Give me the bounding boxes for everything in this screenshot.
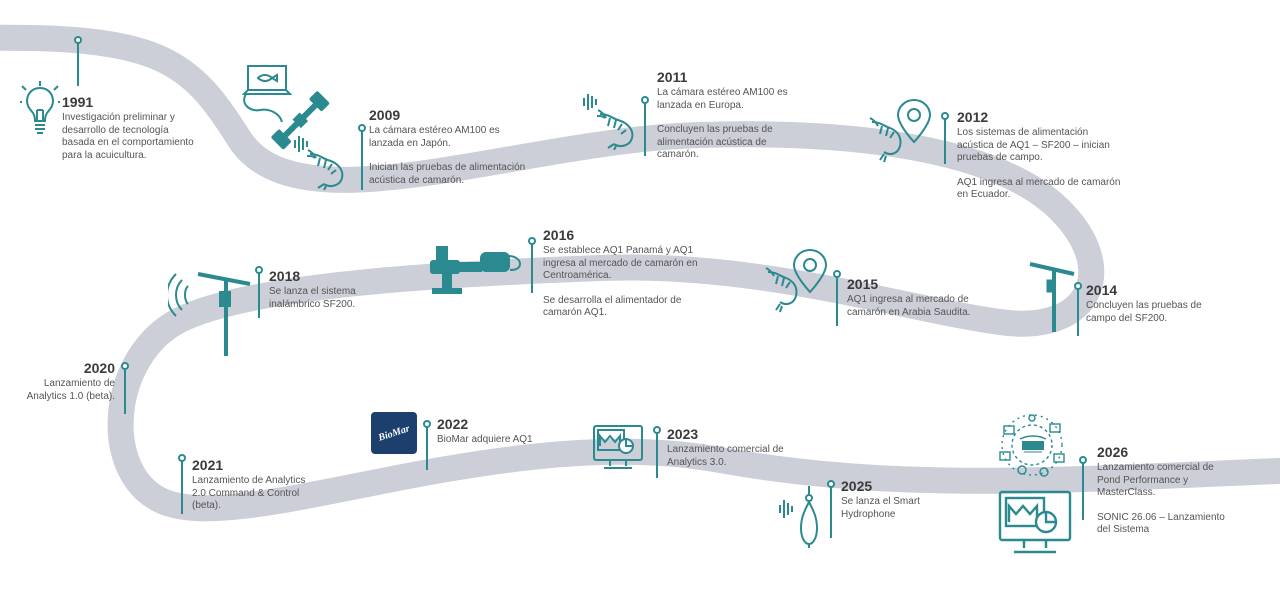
- analytics-monitor-icon: [592, 424, 644, 470]
- biomar-logo: BioMar: [371, 412, 417, 454]
- year-label: 2015: [847, 276, 879, 292]
- event-description: Concluyen las pruebas de alimentación ac…: [657, 124, 773, 160]
- event-2025: 2025 Se lanza el Smart Hydrophone: [841, 478, 920, 521]
- feeder-pole-icon: [1028, 262, 1078, 332]
- event-2021: 2021 Lanzamiento de Analytics 2.0 Comman…: [192, 457, 305, 513]
- marker-2009: [358, 124, 366, 190]
- year-label: 2018: [269, 268, 301, 284]
- aq1-logo-icon: [1018, 434, 1048, 454]
- event-2012: 2012 Los sistemas de alimentación acústi…: [957, 109, 1120, 202]
- year-label: 2025: [841, 478, 873, 494]
- year-label: 2014: [1086, 282, 1118, 298]
- event-description: Se desarrolla el alimentador de camarón …: [543, 294, 682, 319]
- year-label: 2016: [543, 227, 575, 243]
- marker-2021: [178, 454, 186, 514]
- year-label: 2023: [667, 426, 699, 442]
- event-2016: 2016 Se establece AQ1 Panamá y AQ1 ingre…: [543, 227, 698, 320]
- wireless-feeder-icon: [168, 266, 252, 356]
- event-2014: 2014 Concluyen las pruebas de campo del …: [1086, 282, 1202, 325]
- event-2015: 2015 AQ1 ingresa al mercado de camarón e…: [847, 276, 970, 319]
- marker-2011: [641, 96, 649, 156]
- hydrophone-wave-icon: [582, 92, 598, 112]
- shrimp-location-icon: [764, 248, 830, 316]
- hydrophone-wave-icon: [293, 134, 311, 154]
- shrimp-icon: [596, 108, 640, 150]
- event-2026: 2026 Lanzamiento comercial de Pond Perfo…: [1097, 444, 1225, 537]
- event-description: SONIC 26.06 – Lanzamiento del Sistema: [1097, 511, 1225, 536]
- marker-2012: [941, 112, 949, 164]
- analytics-monitor-icon: [998, 490, 1072, 556]
- year-label: 2021: [192, 457, 224, 473]
- event-description: Lanzamiento comercial de Pond Performanc…: [1097, 462, 1214, 498]
- event-description: Se lanza el sistema inalámbrico SF200.: [269, 286, 356, 310]
- event-description: Se lanza el Smart Hydrophone: [841, 496, 920, 520]
- year-label: 2020: [83, 360, 115, 376]
- marker-2014: [1074, 282, 1082, 336]
- event-2023: 2023 Lanzamiento comercial de Analytics …: [667, 426, 784, 469]
- year-label: 2012: [957, 109, 989, 125]
- marker-2020: [121, 362, 129, 414]
- event-description: Lanzamiento de Analytics 2.0 Command & C…: [192, 475, 306, 511]
- marker-2025: [827, 480, 835, 538]
- event-2009: 2009 La cámara estéreo AM100 es lanzada …: [369, 107, 525, 187]
- marker-1991: [74, 36, 82, 86]
- marker-2026: [1079, 456, 1087, 520]
- feeder-icon: [428, 244, 524, 298]
- marker-2018: [255, 266, 263, 318]
- year-label: 2009: [369, 107, 401, 123]
- event-description: La cámara estéreo AM100 es lanzada en Eu…: [657, 87, 788, 111]
- marker-2023: [653, 426, 661, 478]
- year-label: 2026: [1097, 444, 1129, 460]
- event-2018: 2018 Se lanza el sistema inalámbrico SF2…: [269, 268, 356, 311]
- event-description: Investigación preliminar y desarrollo de…: [62, 112, 194, 161]
- event-description: AQ1 ingresa al mercado de camarón en Ecu…: [957, 176, 1121, 201]
- marker-2015: [833, 270, 841, 326]
- year-label: 1991: [62, 94, 94, 110]
- stereo-camera-icon: [266, 86, 336, 156]
- event-1991: 1991 Investigación preliminar y desarrol…: [62, 94, 194, 162]
- event-description: Lanzamiento comercial de Analytics 3.0.: [667, 444, 784, 468]
- hydrophone-wave-icon: [778, 498, 796, 520]
- shrimp-location-icon: [868, 98, 934, 166]
- event-2022: 2022 BioMar adquiere AQ1: [437, 416, 533, 447]
- lightbulb-icon: [20, 80, 60, 142]
- event-description: La cámara estéreo AM100 es lanzada en Ja…: [369, 125, 500, 149]
- year-label: 2011: [657, 69, 688, 85]
- event-description: BioMar adquiere AQ1: [437, 434, 533, 445]
- biomar-logo-text: BioMar: [376, 422, 412, 444]
- marker-2022: [423, 420, 431, 470]
- laptop-fish-icon: [240, 64, 300, 124]
- event-description: Los sistemas de alimentación acústica de…: [957, 127, 1110, 163]
- event-description: Lanzamiento de Analytics 1.0 (beta).: [26, 378, 115, 402]
- marker-2016: [528, 237, 536, 293]
- event-description: Concluyen las pruebas de campo del SF200…: [1086, 300, 1202, 324]
- year-label: 2022: [437, 416, 469, 432]
- aq1-network-icon: [992, 410, 1072, 480]
- event-description: Se establece AQ1 Panamá y AQ1 ingresa al…: [543, 245, 698, 281]
- shrimp-icon: [306, 148, 350, 190]
- event-description: Inician las pruebas de alimentación acús…: [369, 162, 526, 186]
- event-2011: 2011 La cámara estéreo AM100 es lanzada …: [657, 69, 788, 162]
- smart-hydrophone-icon: [798, 484, 820, 550]
- event-description: AQ1 ingresa al mercado de camarón en Ara…: [847, 294, 971, 318]
- event-2020: 2020 Lanzamiento de Analytics 1.0 (beta)…: [14, 360, 115, 403]
